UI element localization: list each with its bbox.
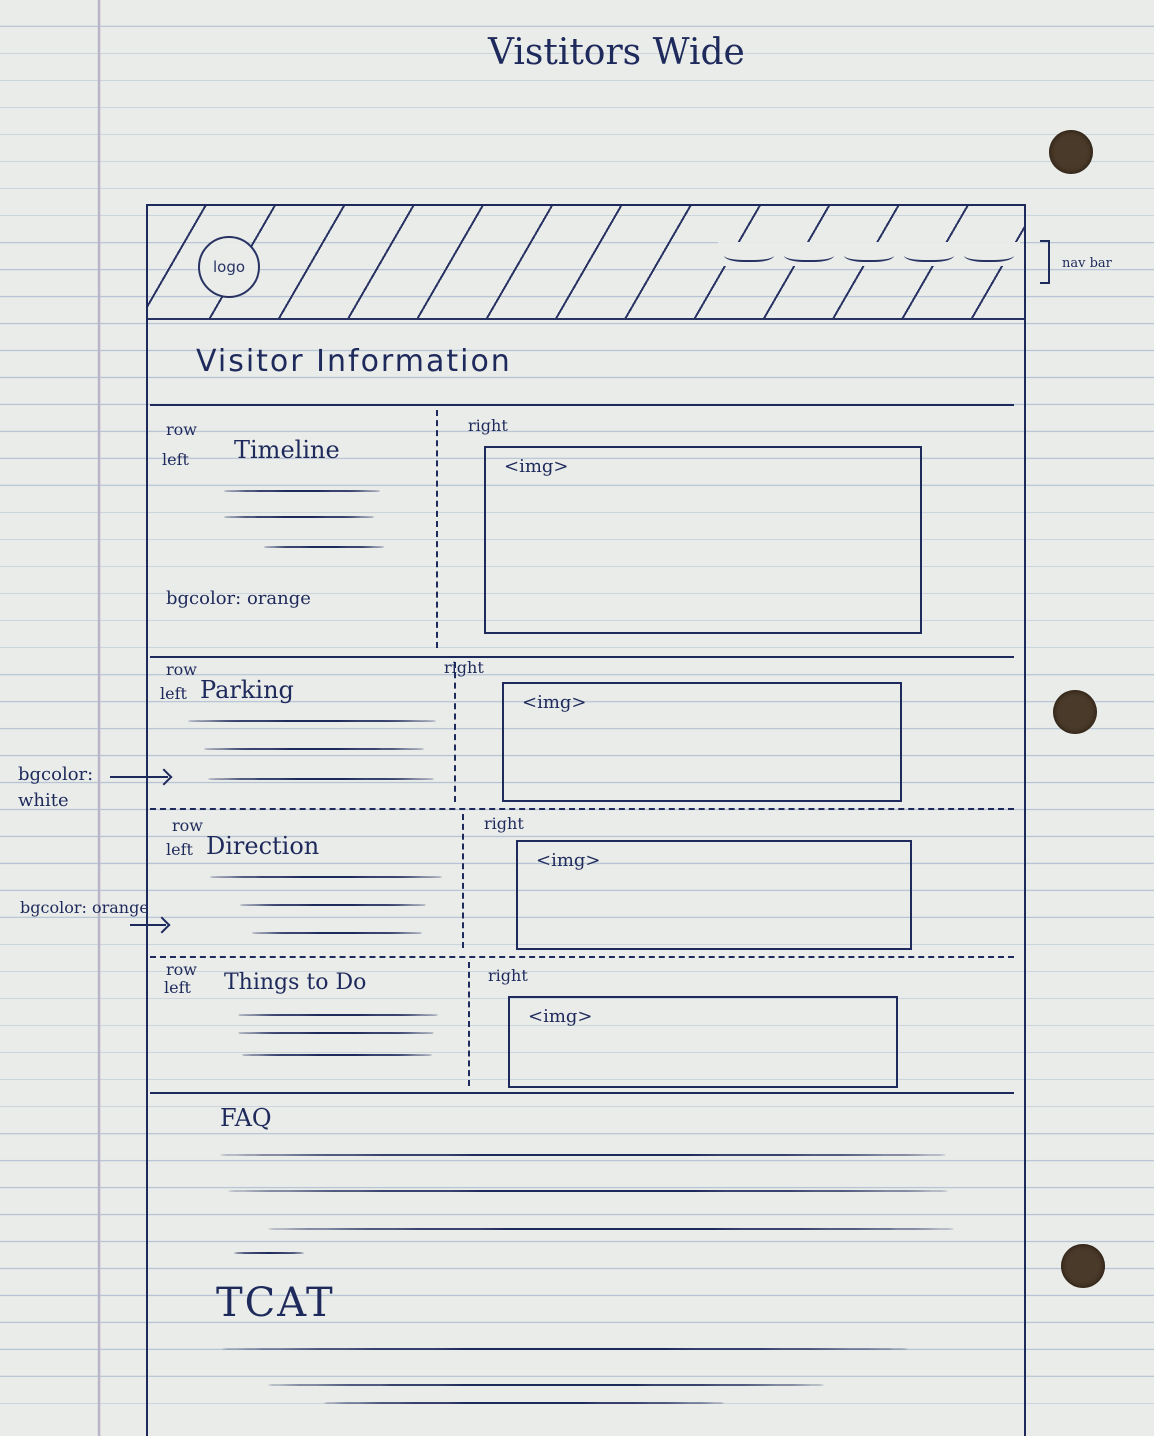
wireframe-page: logo Visitor Information row left Timeli… bbox=[146, 204, 1026, 1436]
text-placeholder bbox=[252, 932, 422, 934]
faq-text-placeholder bbox=[268, 1228, 954, 1230]
tcat-text-placeholder bbox=[324, 1402, 724, 1404]
tcat-text-placeholder bbox=[222, 1348, 908, 1350]
text-placeholder bbox=[238, 1032, 434, 1034]
faq-heading: FAQ bbox=[220, 1104, 272, 1132]
right-label: right bbox=[444, 658, 484, 677]
image-placeholder: <img> bbox=[502, 682, 902, 802]
navbar-annotation: nav bar bbox=[1062, 256, 1112, 271]
heading-divider bbox=[150, 404, 1014, 406]
logo[interactable]: logo bbox=[198, 236, 260, 298]
left-label: left bbox=[166, 840, 193, 859]
page-heading: Visitor Information bbox=[196, 344, 512, 379]
column-divider bbox=[454, 662, 456, 802]
tcat-heading: TCAT bbox=[216, 1280, 335, 1326]
left-label: left bbox=[160, 684, 187, 703]
text-placeholder bbox=[242, 1054, 432, 1056]
column-divider bbox=[436, 410, 438, 648]
image-label: <img> bbox=[528, 1006, 593, 1027]
text-placeholder bbox=[188, 720, 436, 722]
bgcolor-white-annotation: bgcolor: white bbox=[18, 764, 94, 811]
right-label: right bbox=[468, 416, 508, 435]
section-things-to-do: row left Things to Do right <img> bbox=[148, 958, 1024, 1090]
section-divider bbox=[150, 808, 1014, 810]
image-placeholder: <img> bbox=[508, 996, 898, 1088]
faq-text-placeholder bbox=[220, 1154, 946, 1156]
right-label: right bbox=[488, 966, 528, 985]
column-divider bbox=[462, 814, 464, 948]
binder-hole-top bbox=[1049, 130, 1093, 174]
image-placeholder: <img> bbox=[516, 840, 912, 950]
page-title: Vistitors Wide bbox=[488, 32, 745, 73]
section-divider bbox=[150, 1092, 1014, 1094]
column-divider bbox=[468, 962, 470, 1086]
bgcolor-orange-annotation: bgcolor: orange bbox=[20, 898, 149, 917]
nav-link[interactable] bbox=[784, 246, 834, 262]
section-title: Parking bbox=[200, 676, 294, 704]
row-label: row bbox=[166, 420, 197, 439]
text-placeholder bbox=[208, 778, 434, 780]
row-label: row bbox=[172, 816, 203, 835]
nav-link[interactable] bbox=[964, 246, 1014, 262]
bgcolor-note: bgcolor: orange bbox=[166, 588, 311, 609]
nav-link[interactable] bbox=[844, 246, 894, 262]
left-label: left bbox=[164, 978, 191, 997]
section-divider bbox=[150, 656, 1014, 658]
section-title: Timeline bbox=[234, 436, 340, 464]
nav-link[interactable] bbox=[904, 246, 954, 262]
text-placeholder bbox=[224, 516, 374, 518]
section-timeline: row left Timeline bgcolor: orange right … bbox=[148, 406, 1024, 654]
section-title: Things to Do bbox=[224, 970, 367, 995]
faq-text-placeholder bbox=[228, 1190, 948, 1192]
image-label: <img> bbox=[504, 456, 569, 477]
navbar: logo bbox=[148, 206, 1024, 320]
row-label: row bbox=[166, 960, 197, 979]
section-title: Direction bbox=[206, 832, 320, 860]
nav-link[interactable] bbox=[724, 246, 774, 262]
logo-label: logo bbox=[212, 258, 246, 276]
bgcolor-orange-arrow bbox=[130, 924, 166, 926]
row-label: row bbox=[166, 660, 197, 679]
bgcolor-white-arrow bbox=[110, 776, 168, 778]
nav-links bbox=[718, 242, 1020, 266]
section-direction: row left Direction right <img> bbox=[148, 810, 1024, 952]
text-placeholder bbox=[264, 546, 384, 548]
section-divider bbox=[150, 956, 1014, 958]
image-label: <img> bbox=[522, 692, 587, 713]
text-placeholder bbox=[238, 1014, 438, 1016]
left-label: left bbox=[162, 450, 189, 469]
text-placeholder bbox=[224, 490, 380, 492]
section-parking: row left Parking right <img> bbox=[148, 658, 1024, 806]
right-label: right bbox=[484, 814, 524, 833]
text-placeholder bbox=[204, 748, 424, 750]
image-label: <img> bbox=[536, 850, 601, 871]
binder-hole-middle bbox=[1053, 690, 1097, 734]
text-placeholder bbox=[210, 876, 442, 878]
image-placeholder: <img> bbox=[484, 446, 922, 634]
text-placeholder bbox=[240, 904, 426, 906]
binder-hole-bottom bbox=[1061, 1244, 1105, 1288]
tcat-text-placeholder bbox=[268, 1384, 824, 1386]
navbar-bracket bbox=[1040, 240, 1050, 284]
faq-text-placeholder bbox=[234, 1252, 304, 1254]
